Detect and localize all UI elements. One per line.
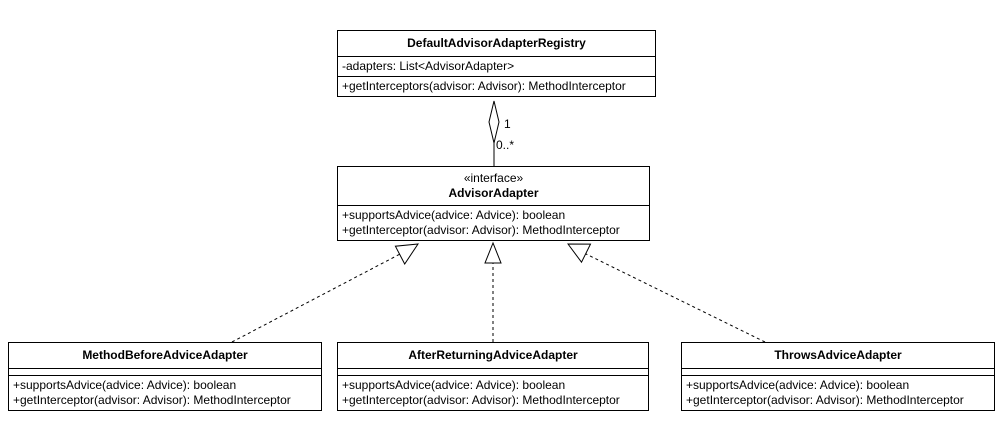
operations-compartment: +getInterceptors(advisor: Advisor): Meth… bbox=[338, 77, 655, 96]
class-name: AdvisorAdapter bbox=[448, 186, 539, 200]
interface-advisor-adapter[interactable]: «interface» AdvisorAdapter +supportsAdvi… bbox=[337, 166, 650, 241]
realization-arrowhead-after bbox=[484, 241, 502, 264]
class-name: ThrowsAdviceAdapter bbox=[682, 343, 994, 369]
realization-line-before bbox=[231, 252, 403, 343]
class-method-before-advice-adapter[interactable]: MethodBeforeAdviceAdapter +supportsAdvic… bbox=[8, 342, 322, 411]
operations-compartment: +supportsAdvice(advice: Advice): boolean… bbox=[338, 206, 649, 240]
operation: +getInterceptor(advisor: Advisor): Metho… bbox=[342, 223, 620, 237]
class-name: DefaultAdvisorAdapterRegistry bbox=[338, 31, 655, 57]
attributes-compartment: -adapters: List<AdvisorAdapter> bbox=[338, 57, 655, 77]
class-name: MethodBeforeAdviceAdapter bbox=[9, 343, 321, 369]
realization-line-throws bbox=[583, 252, 766, 343]
operation: +supportsAdvice(advice: Advice): boolean bbox=[686, 378, 910, 392]
operations-compartment: +supportsAdvice(advice: Advice): boolean… bbox=[9, 376, 321, 410]
stereotype-label: «interface» bbox=[463, 171, 524, 185]
operation: +getInterceptors(advisor: Advisor): Meth… bbox=[342, 79, 626, 93]
attributes-compartment bbox=[682, 369, 994, 376]
operation: +getInterceptor(advisor: Advisor): Metho… bbox=[13, 393, 291, 407]
realization-arrowhead-throws bbox=[567, 243, 592, 264]
operation: +supportsAdvice(advice: Advice): boolean bbox=[342, 378, 566, 392]
attributes-compartment bbox=[338, 369, 648, 376]
class-header: «interface» AdvisorAdapter bbox=[338, 167, 649, 206]
class-throws-advice-adapter[interactable]: ThrowsAdviceAdapter +supportsAdvice(advi… bbox=[681, 342, 995, 411]
aggregation-diamond bbox=[488, 100, 500, 144]
aggregation-target-multiplicity: 0..* bbox=[496, 138, 515, 152]
class-default-advisor-adapter-registry[interactable]: DefaultAdvisorAdapterRegistry -adapters:… bbox=[337, 30, 656, 97]
operation: +getInterceptor(advisor: Advisor): Metho… bbox=[342, 393, 620, 407]
operations-compartment: +supportsAdvice(advice: Advice): boolean… bbox=[682, 376, 994, 410]
class-name: AfterReturningAdviceAdapter bbox=[338, 343, 648, 369]
attribute: -adapters: List<AdvisorAdapter> bbox=[342, 59, 515, 73]
operation: +getInterceptor(advisor: Advisor): Metho… bbox=[686, 393, 964, 407]
aggregation-source-multiplicity: 1 bbox=[504, 117, 511, 131]
operations-compartment: +supportsAdvice(advice: Advice): boolean… bbox=[338, 376, 648, 410]
attributes-compartment bbox=[9, 369, 321, 376]
operation: +supportsAdvice(advice: Advice): boolean bbox=[13, 378, 237, 392]
operation: +supportsAdvice(advice: Advice): boolean bbox=[342, 208, 566, 222]
realization-arrowhead-before bbox=[394, 243, 419, 265]
class-after-returning-advice-adapter[interactable]: AfterReturningAdviceAdapter +supportsAdv… bbox=[337, 342, 649, 411]
